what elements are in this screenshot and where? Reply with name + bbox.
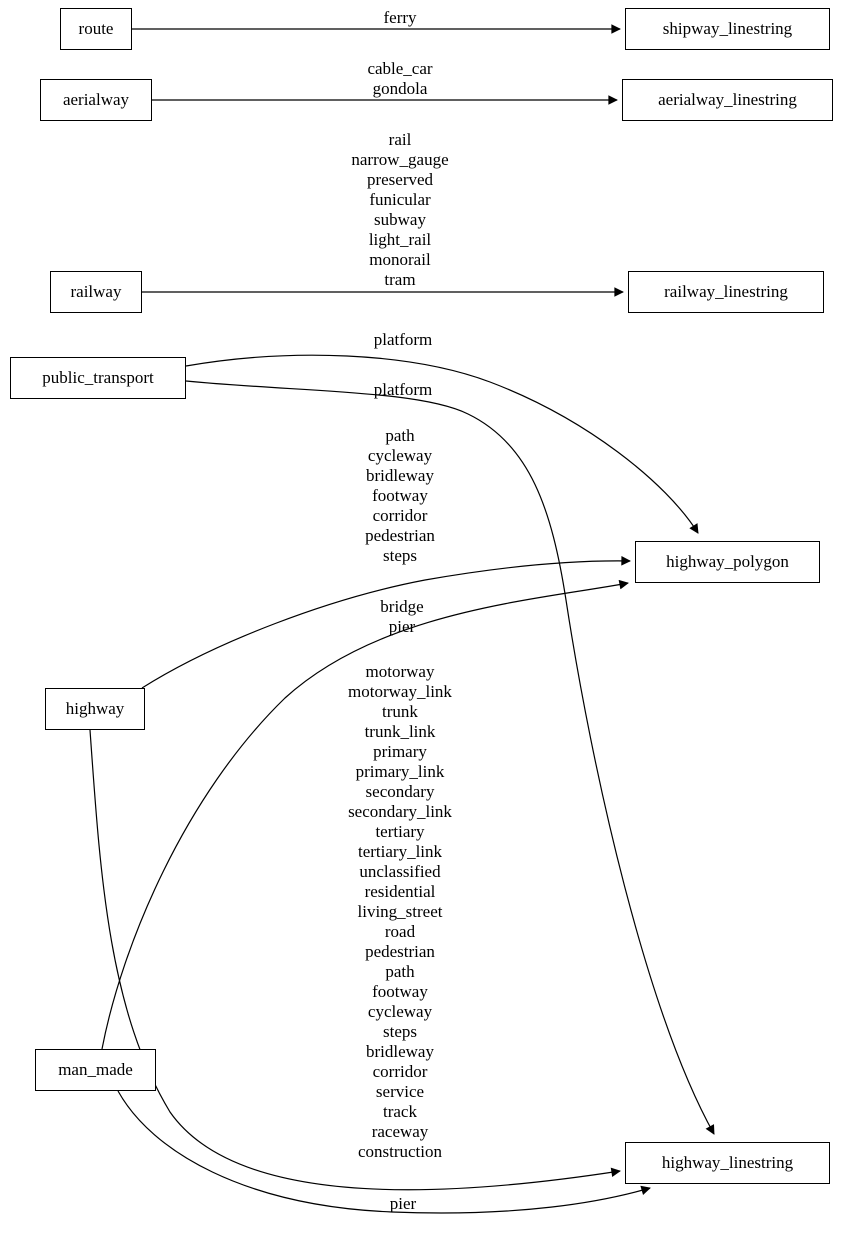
edge-label-aerialway: cable_car gondola	[367, 59, 433, 98]
node-railway-linestring: railway_linestring	[628, 271, 824, 313]
edge-label-highway-polygon: path cycleway bridleway footway corridor…	[365, 426, 435, 565]
node-highway: highway	[45, 688, 145, 730]
node-highway-linestring: highway_linestring	[625, 1142, 830, 1184]
edge-label-ferry: ferry	[383, 8, 417, 27]
node-railway: railway	[50, 271, 142, 313]
node-aerialway-linestring: aerialway_linestring	[622, 79, 833, 121]
node-man-made: man_made	[35, 1049, 156, 1091]
node-public-transport: public_transport	[10, 357, 186, 399]
edge-label-highway-linestring: motorway motorway_link trunk trunk_link …	[348, 662, 452, 1161]
node-aerialway: aerialway	[40, 79, 152, 121]
node-shipway-linestring: shipway_linestring	[625, 8, 830, 50]
edge-label-platform-linestring: platform	[373, 380, 433, 399]
node-highway-polygon: highway_polygon	[635, 541, 820, 583]
node-route: route	[60, 8, 132, 50]
edge-label-platform-polygon: platform	[373, 330, 433, 349]
edge-label-pier: pier	[389, 1194, 417, 1213]
edge-label-railway: rail narrow_gauge preserved funicular su…	[351, 130, 449, 289]
edge-label-bridge-pier: bridge pier	[380, 597, 424, 636]
